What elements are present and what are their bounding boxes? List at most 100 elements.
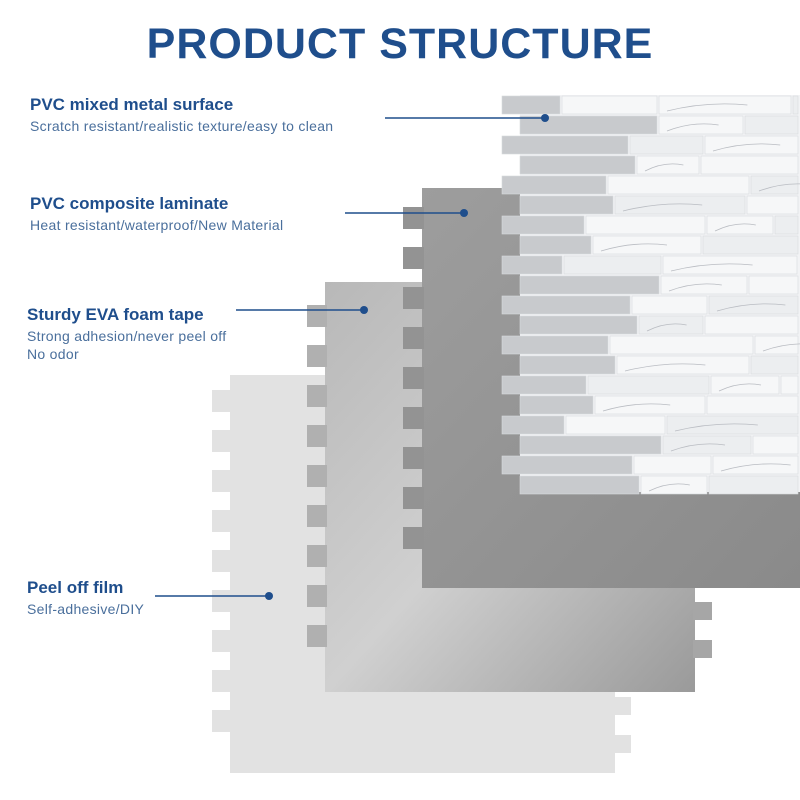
tile-strip: [565, 415, 666, 435]
laminate-tab: [403, 447, 424, 469]
tile-strip: [662, 435, 752, 455]
marble-vein: [648, 483, 690, 492]
film-name: Peel off film: [27, 578, 124, 597]
tile-strip: [744, 115, 799, 135]
tile-strip: [780, 375, 799, 395]
foam-tab: [307, 505, 327, 527]
marble-vein: [624, 363, 706, 372]
leader-lines: [155, 114, 549, 600]
tile-strip: [501, 95, 561, 115]
film-tab: [212, 710, 232, 732]
tile-strip: [750, 175, 799, 195]
tile-strip: [585, 215, 706, 235]
tile-strip: [706, 395, 799, 415]
film-tab: [212, 470, 232, 492]
tile-strip: [519, 195, 614, 215]
tile-strip: [702, 235, 799, 255]
marble-vein: [622, 203, 703, 212]
marble-vein: [602, 403, 671, 412]
tile-strip: [662, 255, 798, 275]
marble-vein: [646, 323, 687, 332]
film-tab: [212, 510, 232, 532]
laminate-tab: [403, 247, 424, 269]
tile-strip: [519, 155, 636, 175]
tile-strip: [592, 235, 702, 255]
tile-strip: [750, 355, 799, 375]
foam-desc: Strong adhesion/never peel off: [27, 328, 227, 344]
foam-tab: [307, 425, 327, 447]
foam-tab: [307, 585, 327, 607]
foam-tab: [307, 305, 327, 327]
tile-strip: [700, 155, 799, 175]
laminate-leader-dot: [460, 209, 468, 217]
tile-strip: [748, 275, 799, 295]
tile-strip: [609, 335, 754, 355]
marble-vein: [718, 383, 762, 392]
tile-strip: [501, 175, 607, 195]
film-label: Peel off film Self-adhesive/DIY: [27, 578, 144, 618]
tile-strip: [712, 455, 799, 475]
film-tab: [212, 390, 232, 412]
tile-strip: [666, 415, 799, 435]
foam-tab: [307, 545, 327, 567]
marble-vein: [666, 123, 719, 132]
laminate-desc: Heat resistant/waterproof/New Material: [30, 217, 284, 233]
foam-tab: [307, 385, 327, 407]
tile-strip: [746, 195, 799, 215]
tile-strip: [658, 95, 792, 115]
page-title: PRODUCT STRUCTURE: [146, 20, 654, 68]
tile-strip: [519, 275, 660, 295]
marble-vein: [668, 283, 722, 292]
tile-strip: [708, 475, 799, 495]
tile-strip: [754, 335, 799, 355]
foam-tab: [693, 640, 712, 658]
tile-strip: [519, 435, 662, 455]
tile-strip: [704, 135, 799, 155]
foam-name: Sturdy EVA foam tape: [27, 305, 204, 324]
marble-vein: [716, 303, 786, 312]
film-tab: [212, 630, 232, 652]
tile-strip: [501, 295, 631, 315]
film-desc: Self-adhesive/DIY: [27, 601, 145, 617]
tile-strip: [704, 315, 799, 335]
marble-vein: [758, 183, 800, 192]
tile-strip: [501, 415, 565, 435]
marble-vein: [762, 343, 800, 352]
tile-strip: [501, 455, 633, 475]
laminate-tab: [403, 287, 424, 309]
tile-strip: [658, 115, 744, 135]
tile-strip: [519, 315, 638, 335]
tile-strip: [563, 255, 662, 275]
surface-desc: Scratch resistant/realistic texture/easy…: [30, 118, 334, 134]
tile-strip: [587, 375, 710, 395]
tile-strip: [706, 215, 774, 235]
tile-strip: [629, 135, 704, 155]
foam-tab: [307, 625, 327, 647]
marble-vein: [670, 263, 753, 272]
tile-strip: [631, 295, 708, 315]
foam-tab: [307, 345, 327, 367]
film-tab: [613, 697, 631, 715]
tile-strip: [519, 355, 616, 375]
laminate-tab: [403, 367, 424, 389]
marble-vein: [600, 243, 668, 252]
tile-strip: [607, 175, 750, 195]
tile-strip: [638, 315, 704, 335]
tile-strip: [519, 115, 658, 135]
tile-strip: [616, 355, 750, 375]
tile-strip: [561, 95, 658, 115]
film-tab: [212, 550, 232, 572]
tile-strip: [710, 375, 780, 395]
laminate-tab: [403, 207, 424, 229]
marble-vein: [720, 463, 791, 472]
film-tab: [212, 590, 232, 612]
tile-strip: [501, 215, 585, 235]
tile-strip: [501, 135, 629, 155]
marble-vein: [666, 103, 748, 112]
surface-leader-dot: [541, 114, 549, 122]
marble-vein: [714, 223, 756, 232]
foam-desc-2: No odor: [27, 346, 79, 362]
tile-strip: [752, 435, 799, 455]
marble-vein: [670, 443, 726, 452]
